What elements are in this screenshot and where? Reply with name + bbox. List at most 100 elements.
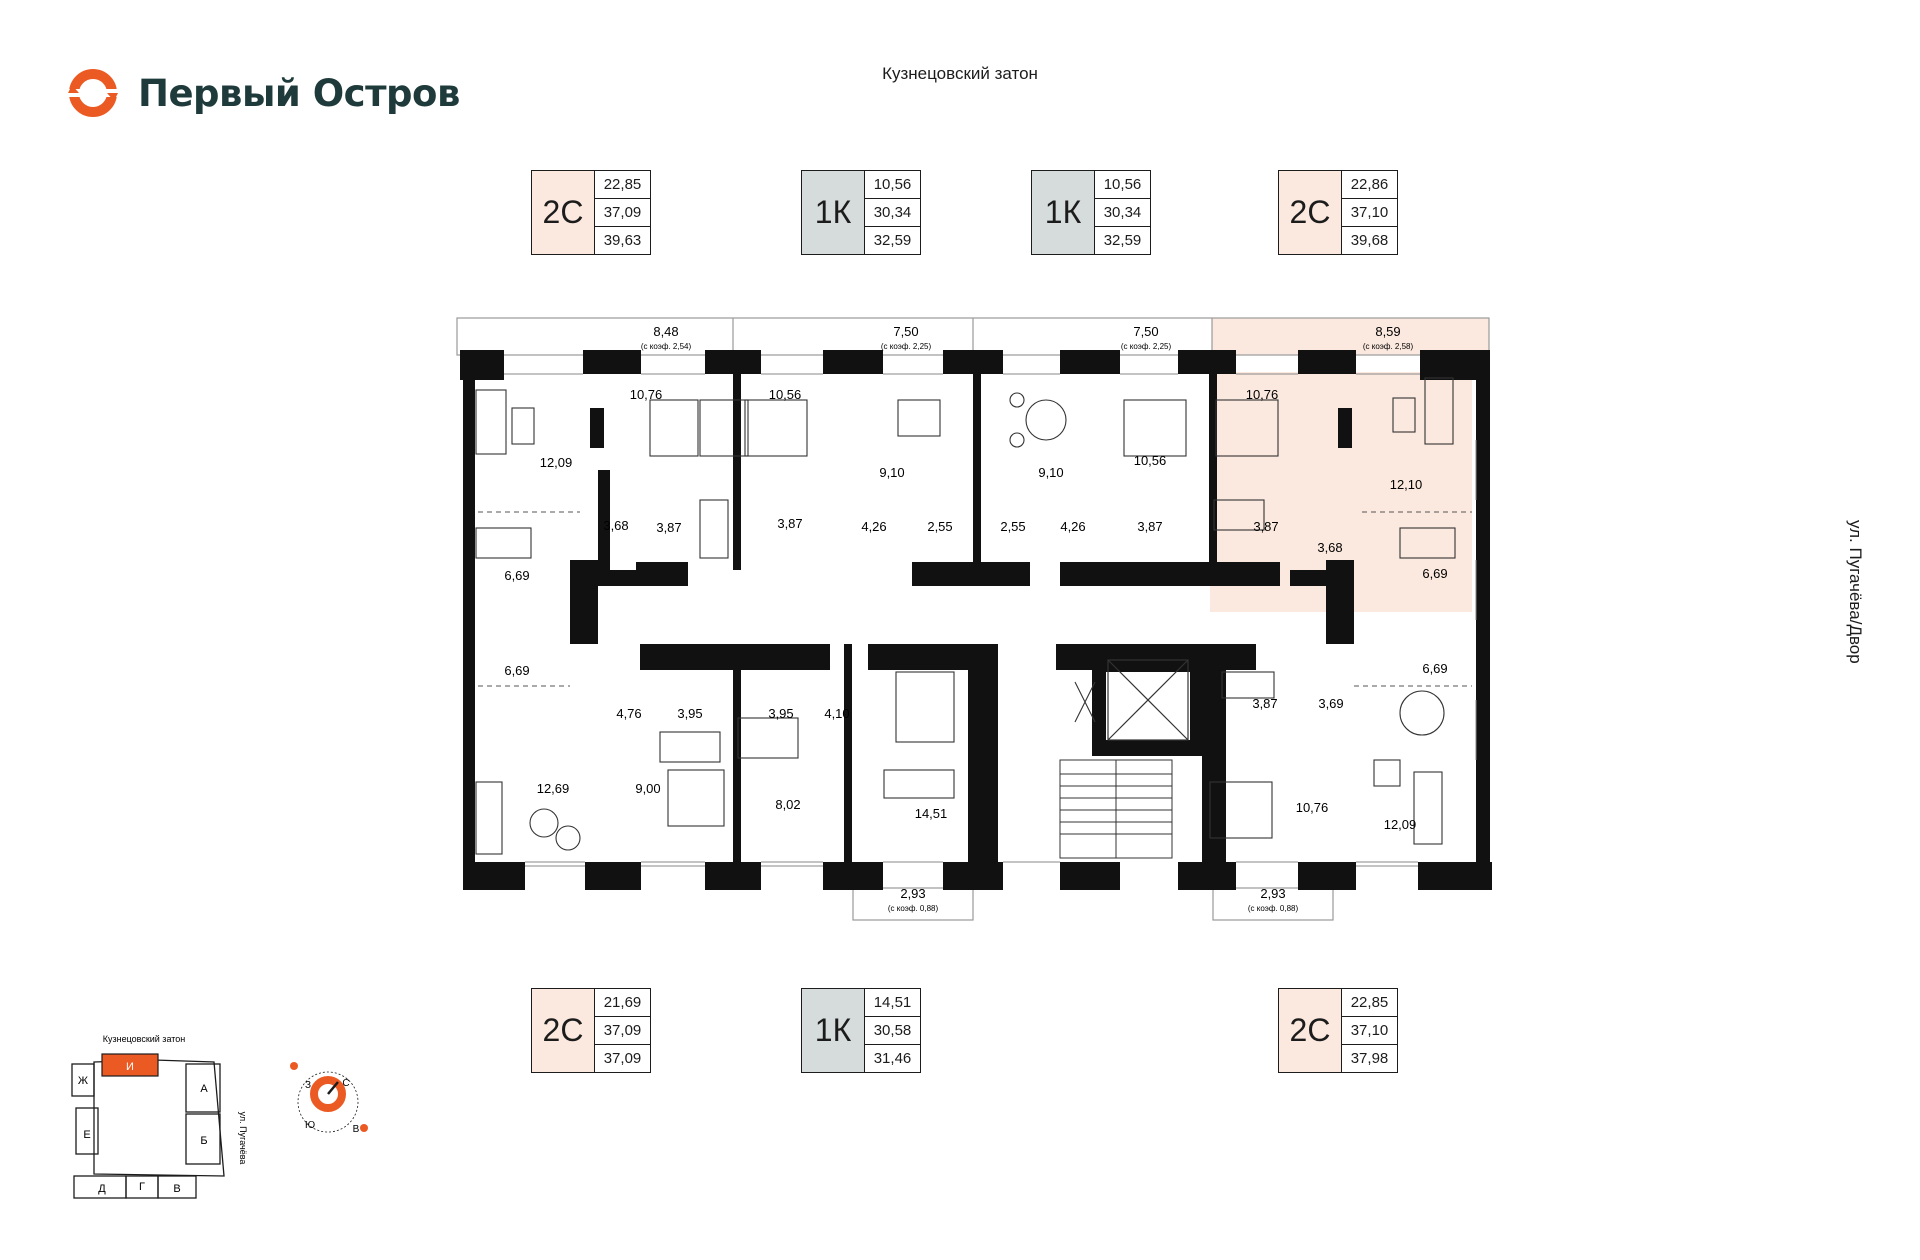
room-area: 10,76 <box>1246 387 1279 402</box>
apartment-type: 1К <box>1032 171 1095 254</box>
street-label-top: Кузнецовский затон <box>882 64 1038 83</box>
highlighted-apartment[interactable] <box>1212 318 1489 355</box>
total-area: 30,34 <box>865 199 920 227</box>
room-area: 2,55 <box>927 519 952 534</box>
elevator[interactable] <box>1107 659 1189 741</box>
section-label: А <box>200 1083 208 1095</box>
living-area: 14,51 <box>865 989 920 1017</box>
compass-south: Ю <box>305 1120 315 1131</box>
room-area: 12,09 <box>1384 817 1417 832</box>
compass: С Ю З В <box>278 1052 378 1152</box>
key-plan-title: Кузнецовский затон <box>103 1034 186 1044</box>
room-area: 10,56 <box>769 387 802 402</box>
room-area: 4,26 <box>861 519 886 534</box>
sun-icon <box>290 1062 298 1070</box>
total-area: 37,10 <box>1342 199 1397 227</box>
zone-lines <box>478 511 1472 687</box>
room-area: 6,69 <box>1422 661 1447 676</box>
room-area: 12,10 <box>1390 477 1423 492</box>
balcony-area: 7,50 <box>893 324 918 339</box>
room-area: 3,87 <box>1253 519 1278 534</box>
compass-north: С <box>342 1078 349 1089</box>
compass-east: В <box>353 1124 360 1135</box>
total-area: 37,10 <box>1342 1017 1397 1045</box>
room-area: 12,09 <box>540 455 573 470</box>
area-with-balcony: 37,98 <box>1350 1050 1389 1067</box>
room-area: 9,10 <box>879 465 904 480</box>
room-labels: 10,76 12,09 3,68 3,87 6,69 10,56 3,87 9,… <box>504 387 1447 832</box>
section-label: И <box>126 1061 134 1073</box>
living-area: 22,85 <box>595 171 650 199</box>
living-area: 22,86 <box>1342 171 1397 199</box>
apartment-type: 2С <box>1279 171 1342 254</box>
room-area: 14,51 <box>915 806 948 821</box>
balcony-area: 8,48 <box>653 324 678 339</box>
room-area: 6,69 <box>1422 566 1447 581</box>
room-area: 3,68 <box>603 518 628 533</box>
total-area: 37,09 <box>595 199 650 227</box>
section-label: Е <box>83 1129 90 1141</box>
total-area: 30,34 <box>1095 199 1150 227</box>
section-label: Ж <box>78 1075 88 1087</box>
compass-west: З <box>305 1080 311 1091</box>
room-area: 10,56 <box>1134 453 1167 468</box>
key-plan: Кузнецовский затон Ж И А Е Б Д Г В ул. П… <box>64 1026 264 1206</box>
room-area: 6,69 <box>504 568 529 583</box>
brand-logo[interactable]: Первый Остров <box>66 66 460 120</box>
balcony-coef: (с коэф. 2,25) <box>1121 342 1172 351</box>
room-area: 3,87 <box>1137 519 1162 534</box>
balcony-outline-bottom <box>852 887 1334 921</box>
total-area: 37,09 <box>595 1017 650 1045</box>
staircase[interactable] <box>1059 759 1173 859</box>
sun-icon <box>360 1124 368 1132</box>
room-area: 3,95 <box>677 706 702 721</box>
area-with-balcony: 39,63 <box>603 232 642 249</box>
area-with-balcony: 32,59 <box>1103 232 1142 249</box>
room-area: 3,87 <box>656 520 681 535</box>
room-area: 10,76 <box>1296 800 1329 815</box>
key-plan-building <box>71 1059 225 1199</box>
room-area: 8,02 <box>775 797 800 812</box>
key-plan-sections: Ж И А Е Б Д Г В <box>78 1061 208 1195</box>
area-with-balcony: 37,09 <box>603 1050 642 1067</box>
section-label: Б <box>200 1135 207 1147</box>
section-label: Г <box>139 1181 145 1193</box>
apartment-type: 2С <box>532 171 595 254</box>
room-area: 4,76 <box>616 706 641 721</box>
furniture <box>475 377 1456 855</box>
key-plan-street: ул. Пугачёва <box>238 1112 248 1165</box>
balcony-labels: 8,48 (с коэф. 2,54) 7,50 (с коэф. 2,25) … <box>641 324 1414 913</box>
walls <box>460 350 1492 890</box>
room-area: 6,69 <box>504 663 529 678</box>
balcony-coef: (с коэф. 2,54) <box>641 342 692 351</box>
balcony-area: 8,59 <box>1375 324 1400 339</box>
living-area: 22,85 <box>1342 989 1397 1017</box>
windows <box>504 373 1477 867</box>
room-area: 3,87 <box>777 516 802 531</box>
area-with-balcony: 32,59 <box>873 232 912 249</box>
room-area: 3,68 <box>1317 540 1342 555</box>
brand-name: Первый Остров <box>138 71 460 115</box>
balcony-coef: (с коэф. 2,58) <box>1363 342 1414 351</box>
section-label: Д <box>98 1183 106 1195</box>
room-area: 9,10 <box>1038 465 1063 480</box>
room-area: 3,87 <box>1252 696 1277 711</box>
key-plan-active-section[interactable] <box>101 1053 159 1077</box>
room-area: 9,00 <box>635 781 660 796</box>
island-logo-icon <box>66 69 120 117</box>
balcony-area: 2,93 <box>900 886 925 901</box>
total-area: 30,58 <box>865 1017 920 1045</box>
living-area: 10,56 <box>1095 171 1150 199</box>
area-with-balcony: 39,68 <box>1350 232 1389 249</box>
room-area: 3,95 <box>768 706 793 721</box>
balcony-coef: (с коэф. 0,88) <box>888 904 939 913</box>
apartment-type: 2С <box>1279 989 1342 1072</box>
